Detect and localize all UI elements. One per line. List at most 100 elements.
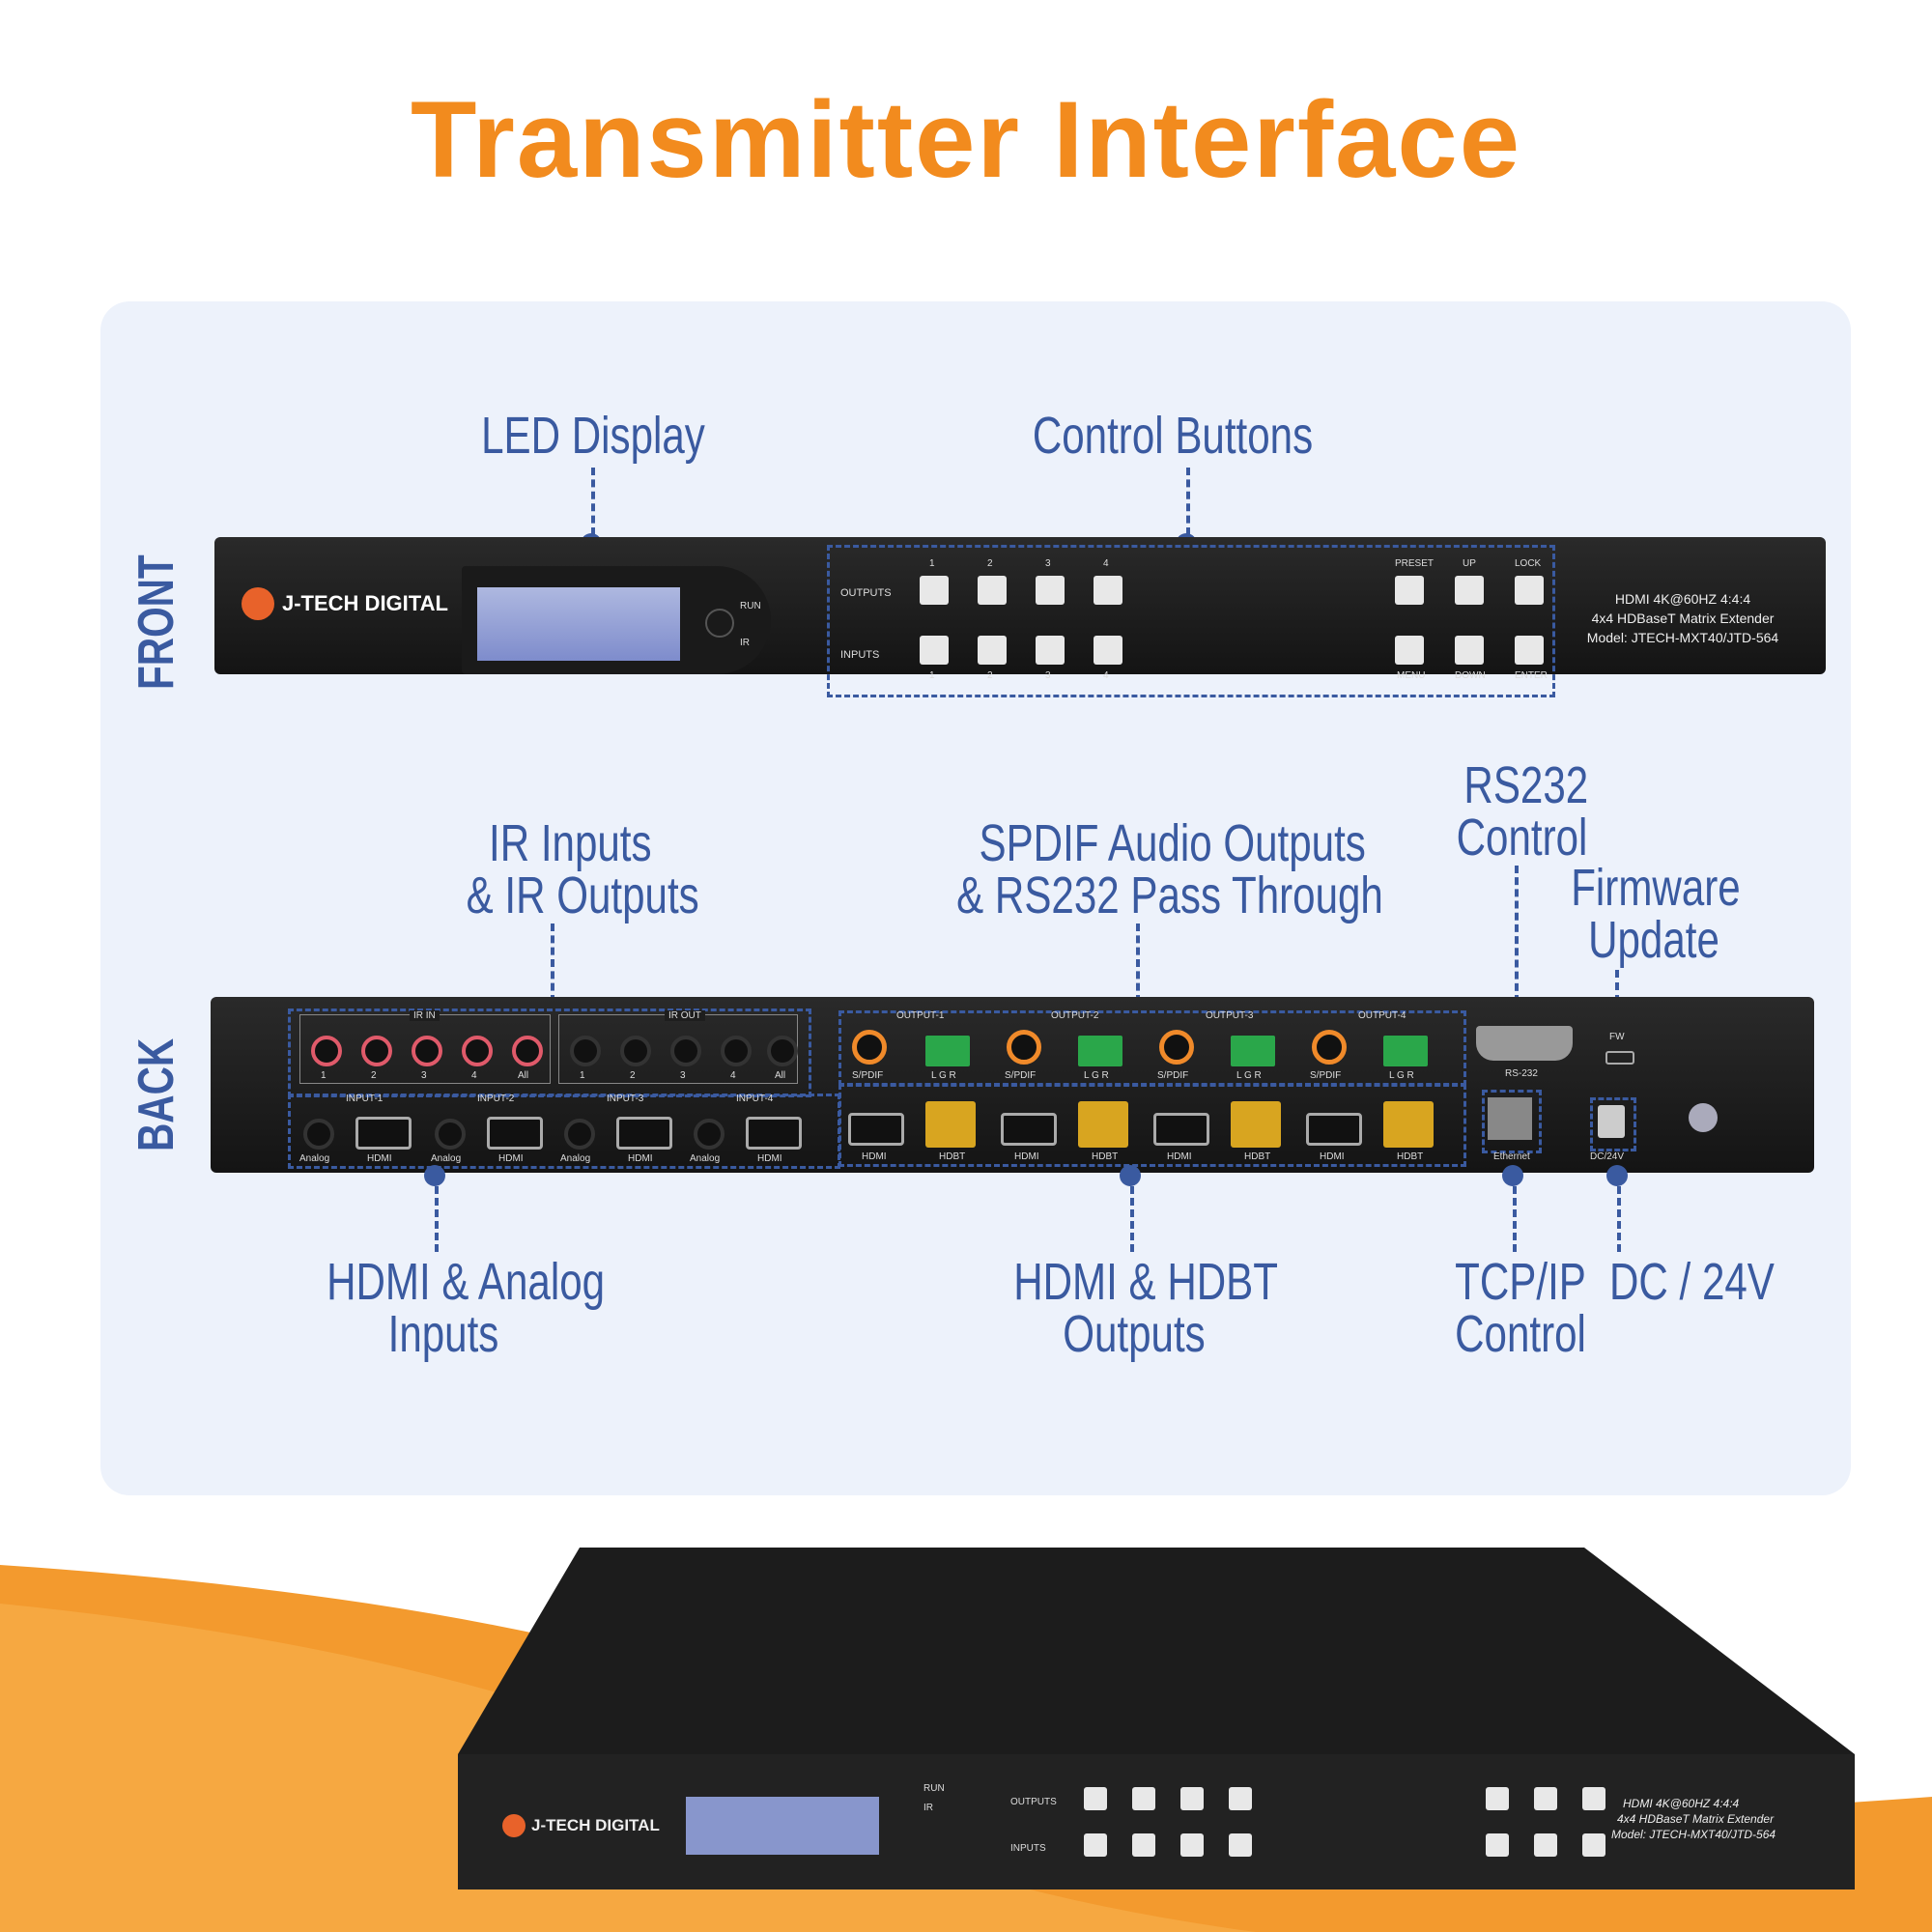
- photo-button: [1534, 1787, 1557, 1810]
- leader-line: [1515, 866, 1519, 1003]
- analog-input-jack[interactable]: [694, 1119, 724, 1150]
- callout-spdif-line2: & RS232 Pass Through: [956, 867, 1383, 924]
- firmware-usb-port[interactable]: [1605, 1051, 1634, 1065]
- hdmi-output-port[interactable]: [1001, 1113, 1057, 1146]
- rs232-terminal[interactable]: [1231, 1036, 1275, 1066]
- hdmi-input-port[interactable]: [355, 1117, 412, 1150]
- hdmi-input-port[interactable]: [746, 1117, 802, 1150]
- photo-button: [1180, 1787, 1204, 1810]
- ir-out-jack[interactable]: [767, 1036, 798, 1066]
- photo-inputs-label: INPUTS: [1010, 1843, 1046, 1854]
- input-3-label: INPUT-3: [607, 1094, 644, 1104]
- up-button[interactable]: [1455, 576, 1484, 605]
- ir-in-number: 4: [471, 1070, 477, 1081]
- down-label: DOWN: [1455, 670, 1486, 681]
- ir-in-number: 2: [371, 1070, 377, 1081]
- hdmi-output-port[interactable]: [1306, 1113, 1362, 1146]
- spdif-output-jack[interactable]: [852, 1030, 887, 1065]
- hdbt-output-port[interactable]: [925, 1101, 976, 1148]
- output-number: 1: [929, 558, 935, 569]
- photo-spec-line-3: Model: JTECH-MXT40/JTD-564: [1611, 1828, 1776, 1841]
- photo-button: [1084, 1833, 1107, 1857]
- photo-button: [1229, 1833, 1252, 1857]
- analog-input-jack[interactable]: [564, 1119, 595, 1150]
- back-label: BACK: [128, 1037, 185, 1151]
- input-1-button[interactable]: [920, 636, 949, 665]
- hdbt-label: HDBT: [1244, 1151, 1271, 1162]
- front-label: FRONT: [128, 554, 185, 690]
- ir-in-jack[interactable]: [361, 1036, 392, 1066]
- hdbt-output-port[interactable]: [1231, 1101, 1281, 1148]
- output-4-button[interactable]: [1094, 576, 1122, 605]
- analog-label: Analog: [431, 1153, 462, 1164]
- photo-run-label: RUN: [923, 1783, 945, 1794]
- callout-hdmi-analog-line1: HDMI & Analog: [327, 1253, 606, 1311]
- dc-label: DC/24V: [1590, 1151, 1625, 1162]
- analog-input-jack[interactable]: [435, 1119, 466, 1150]
- hdbt-output-port[interactable]: [1078, 1101, 1128, 1148]
- input-2-button[interactable]: [978, 636, 1007, 665]
- ir-in-jack[interactable]: [462, 1036, 493, 1066]
- analog-label: Analog: [690, 1153, 721, 1164]
- rs232-db9-port[interactable]: [1476, 1026, 1573, 1061]
- ir-in-number: 1: [321, 1070, 327, 1081]
- ir-out-jack[interactable]: [670, 1036, 701, 1066]
- analog-input-jack[interactable]: [303, 1119, 334, 1150]
- rs232-terminal[interactable]: [925, 1036, 970, 1066]
- ir-in-jack[interactable]: [412, 1036, 442, 1066]
- hdmi-label: HDMI: [757, 1153, 782, 1164]
- preset-button[interactable]: [1395, 576, 1424, 605]
- diagram-panel: FRONT BACK LED Display Control Buttons J…: [100, 301, 1851, 1495]
- input-3-button[interactable]: [1036, 636, 1065, 665]
- hdmi-output-port[interactable]: [848, 1113, 904, 1146]
- output-1-button[interactable]: [920, 576, 949, 605]
- ir-out-number: All: [775, 1070, 786, 1081]
- down-button[interactable]: [1455, 636, 1484, 665]
- spdif-output-jack[interactable]: [1159, 1030, 1194, 1065]
- leader-line: [1130, 1175, 1134, 1252]
- hdbt-label: HDBT: [1092, 1151, 1119, 1162]
- menu-button[interactable]: [1395, 636, 1424, 665]
- spdif-output-jack[interactable]: [1312, 1030, 1347, 1065]
- output-3-button[interactable]: [1036, 576, 1065, 605]
- callout-tcpip-line1: TCP/IP: [1455, 1253, 1586, 1311]
- ir-in-jack[interactable]: [512, 1036, 543, 1066]
- callout-ir-line1: IR Inputs: [489, 814, 652, 872]
- analog-label: Analog: [560, 1153, 591, 1164]
- power-button[interactable]: [705, 609, 734, 638]
- enter-button[interactable]: [1515, 636, 1544, 665]
- led-display-screen: [477, 587, 680, 661]
- outputs-section-outline: [838, 1084, 1466, 1167]
- hdmi-output-port[interactable]: [1153, 1113, 1209, 1146]
- hdmi-input-port[interactable]: [487, 1117, 543, 1150]
- dc-power-jack[interactable]: [1598, 1105, 1625, 1138]
- ir-in-number: All: [518, 1070, 529, 1081]
- rs232-terminal[interactable]: [1383, 1036, 1428, 1066]
- ir-out-jack[interactable]: [620, 1036, 651, 1066]
- photo-button: [1180, 1833, 1204, 1857]
- spdif-output-jack[interactable]: [1007, 1030, 1041, 1065]
- photo-button: [1132, 1833, 1155, 1857]
- input-4-button[interactable]: [1094, 636, 1122, 665]
- hdmi-input-port[interactable]: [616, 1117, 672, 1150]
- callout-firmware-line1: Firmware: [1571, 859, 1741, 917]
- ir-out-jack[interactable]: [570, 1036, 601, 1066]
- input-number: 1: [929, 670, 935, 681]
- rs232-terminal[interactable]: [1078, 1036, 1122, 1066]
- ir-in-number: 3: [421, 1070, 427, 1081]
- callout-rs232-line2: Control: [1456, 809, 1588, 867]
- ir-out-jack[interactable]: [721, 1036, 752, 1066]
- output-2-button[interactable]: [978, 576, 1007, 605]
- input-1-label: INPUT-1: [346, 1094, 384, 1104]
- photo-button: [1534, 1833, 1557, 1857]
- ethernet-port[interactable]: [1488, 1097, 1532, 1140]
- output-3-label: OUTPUT-3: [1206, 1010, 1254, 1021]
- callout-rs232-line1: RS232: [1463, 756, 1589, 814]
- ir-in-jack[interactable]: [311, 1036, 342, 1066]
- leader-line: [1615, 970, 1619, 1003]
- spdif-label: S/PDIF: [1310, 1070, 1342, 1081]
- hdbt-output-port[interactable]: [1383, 1101, 1434, 1148]
- output-number: 3: [1045, 558, 1051, 569]
- lock-button[interactable]: [1515, 576, 1544, 605]
- back-panel-device: IR IN IR OUT 1 2 3 4 All 1 2 3 4 All INP…: [211, 997, 1814, 1173]
